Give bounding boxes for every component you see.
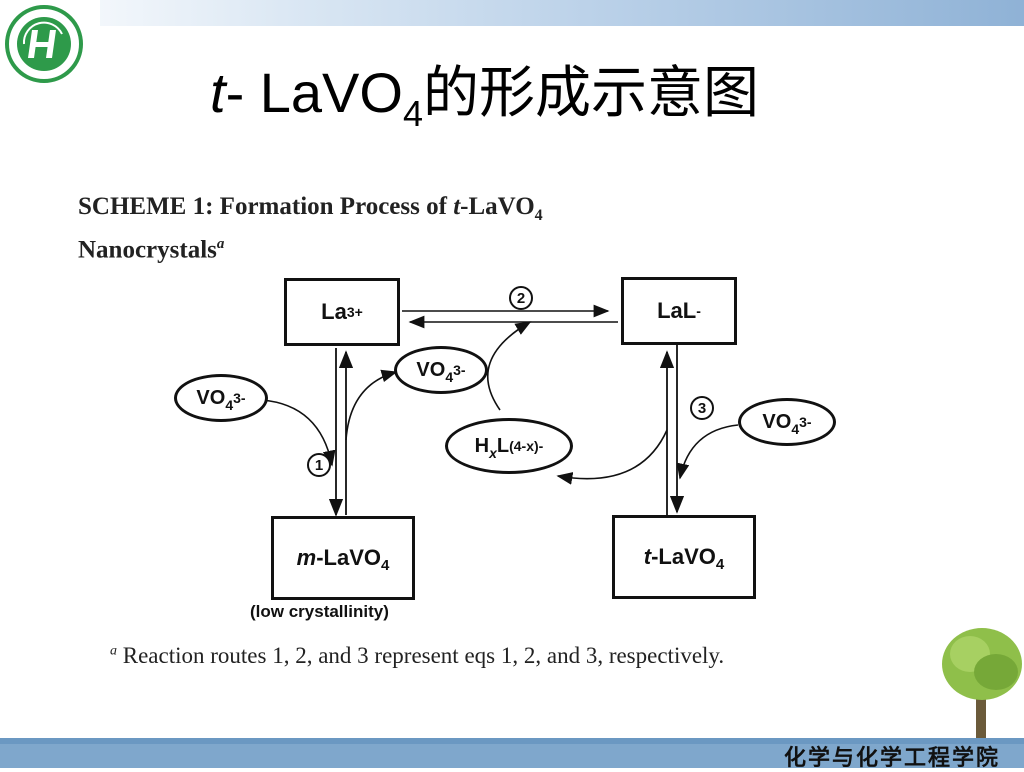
slide-title: t- LaVO4的形成示意图 bbox=[210, 61, 759, 134]
route-1-label: 1 bbox=[307, 453, 331, 477]
tree-icon bbox=[942, 628, 1022, 738]
route-3-label: 3 bbox=[690, 396, 714, 420]
scheme-footnote: a Reaction routes 1, 2, and 3 represent … bbox=[110, 643, 725, 668]
top-banner bbox=[0, 0, 1024, 26]
school-logo-icon bbox=[5, 5, 83, 83]
curve-vo4-left bbox=[261, 399, 336, 467]
route-2-label: 2 bbox=[509, 286, 533, 310]
m-lavo4-caption: (low crystallinity) bbox=[250, 602, 389, 621]
curve-to-hxl bbox=[556, 429, 668, 485]
scheme-heading: SCHEME 1: Formation Process of t-LaVO4 N… bbox=[78, 193, 543, 264]
bottom-banner bbox=[0, 738, 1024, 768]
node-lal: LaL- bbox=[621, 277, 737, 345]
department-name: 化学与化学工程学院 bbox=[783, 745, 1000, 771]
curve-to-vo4-mid bbox=[345, 369, 398, 441]
curve-hxl-up bbox=[486, 321, 532, 411]
curve-vo4-right bbox=[676, 424, 739, 480]
